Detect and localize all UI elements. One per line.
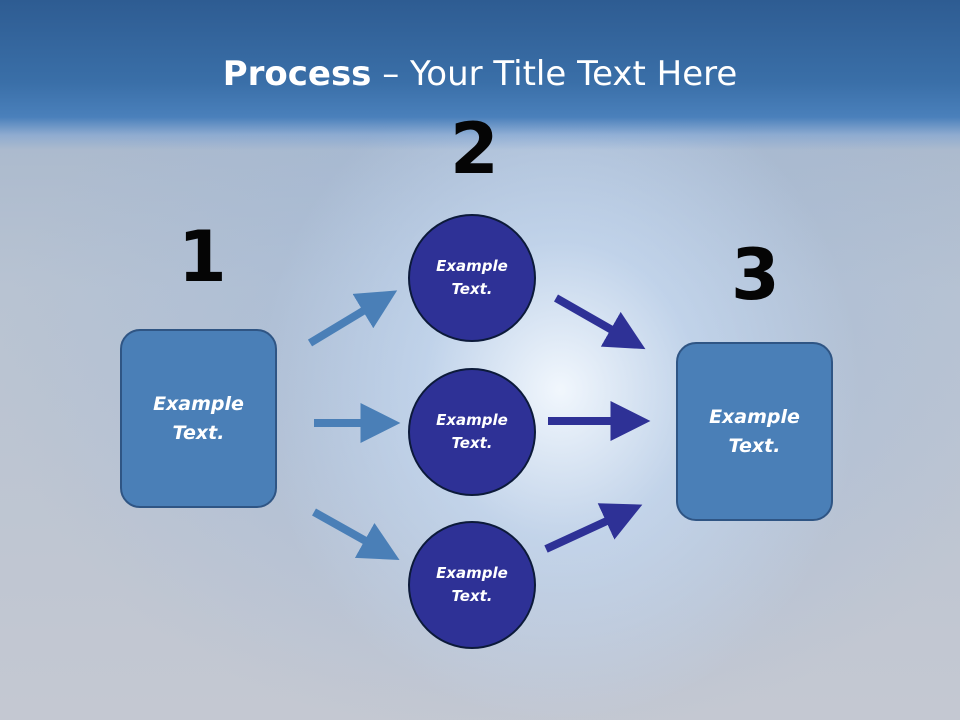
middle-circle-top-text: Example Text. <box>436 256 508 298</box>
start-box-text: Example Text. <box>153 393 244 444</box>
end-box-text: Example Text. <box>709 406 800 457</box>
header-band <box>0 0 960 150</box>
step-number-3: 3 <box>731 234 780 316</box>
start-box: Example Text. <box>120 329 277 508</box>
arrow-box-to-top-circle <box>307 290 398 347</box>
middle-circle-bottom-text: Example Text. <box>436 563 508 605</box>
middle-circle-bottom: Example Text. <box>408 521 536 649</box>
arrow-top-circle-to-end <box>554 294 646 350</box>
title-bold: Process <box>222 54 372 94</box>
step-number-2: 2 <box>450 108 499 190</box>
end-box: Example Text. <box>676 342 833 521</box>
middle-circle-top: Example Text. <box>408 214 536 342</box>
arrow-bottom-circle-to-end <box>544 503 643 553</box>
arrow-box-to-bottom-circle <box>312 508 400 560</box>
middle-circle-center: Example Text. <box>408 368 536 496</box>
step-number-1: 1 <box>178 216 227 298</box>
slide-title: Process – Your Title Text Here <box>0 54 960 94</box>
middle-circle-center-text: Example Text. <box>436 410 508 452</box>
title-rest: – Your Title Text Here <box>371 54 738 94</box>
